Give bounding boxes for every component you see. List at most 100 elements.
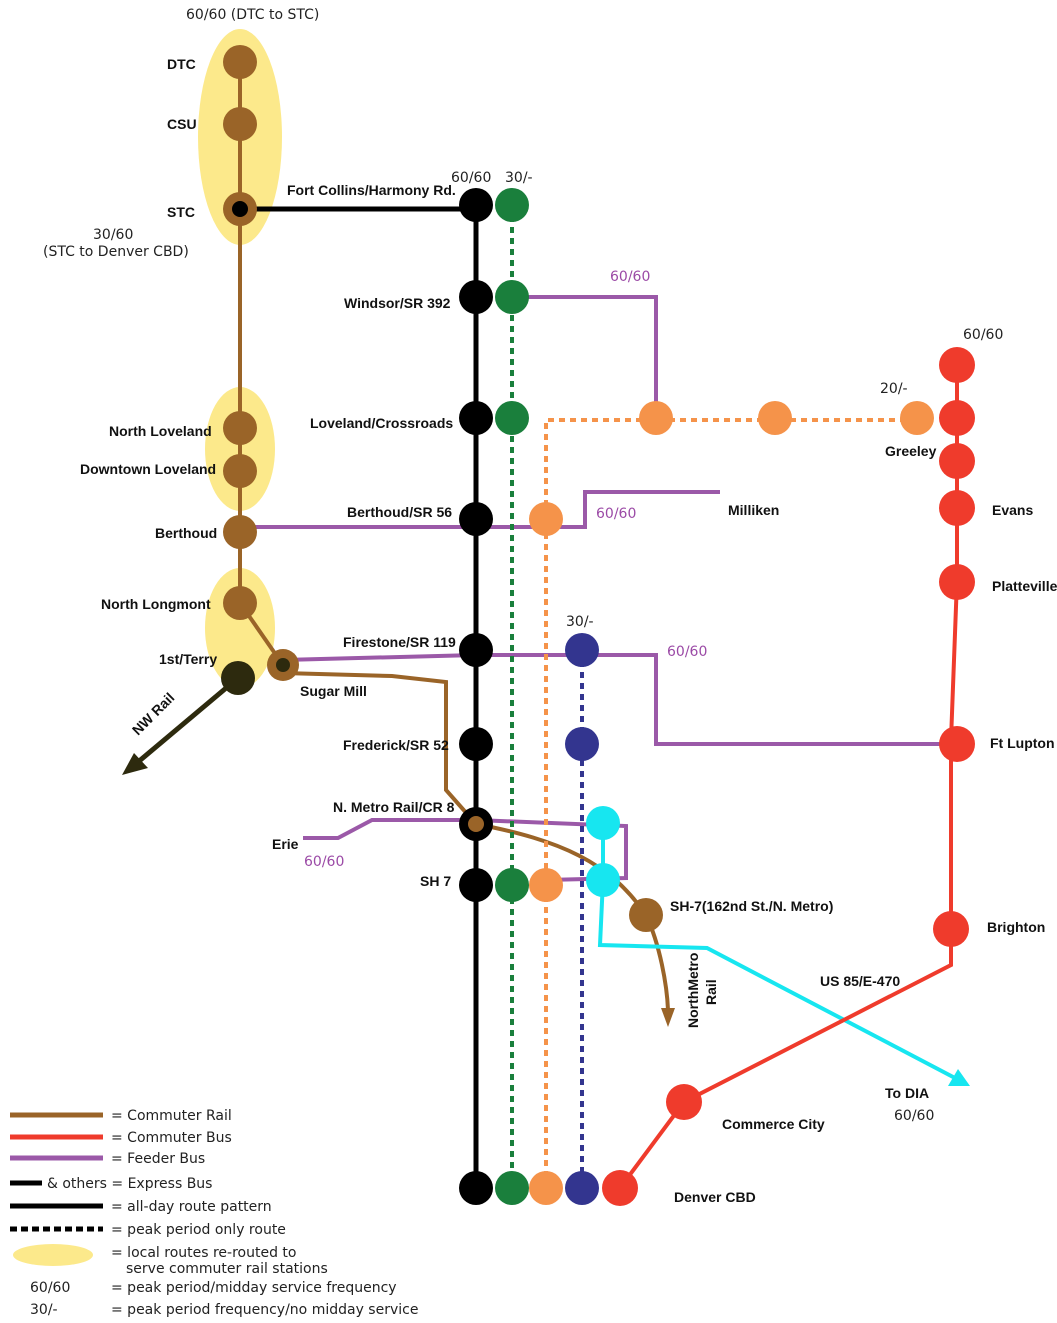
station-dtc[interactable] (223, 45, 257, 79)
red-station-commerce-city[interactable] (666, 1084, 702, 1120)
label-first-terry: 1st/Terry (159, 651, 217, 667)
station-north-loveland[interactable] (223, 411, 257, 445)
nw-rail-line (122, 676, 240, 775)
legend-yellow-ellipse-swatch (13, 1244, 93, 1266)
feeder-windsor-route (512, 295, 658, 420)
orange-stations (529, 401, 934, 1205)
station-sh7-162nd[interactable] (629, 898, 663, 932)
label-n-metro: N. Metro Rail/CR 8 (333, 799, 455, 815)
navy-stations (565, 633, 599, 1205)
label-brighton: Brighton (987, 919, 1045, 935)
legend-6060-label: = peak period/midday service frequency (111, 1280, 397, 1296)
navy-station-2[interactable] (565, 727, 599, 761)
green-station-4[interactable] (495, 868, 529, 902)
rail-nmetro-sh7 (475, 822, 648, 917)
red-station-3[interactable] (939, 443, 975, 479)
label-platteville: Platteville (992, 578, 1057, 594)
station-berthoud[interactable] (223, 515, 257, 549)
feeder-bus-lines (240, 295, 957, 882)
label-firestone: Firestone/SR 119 (343, 634, 456, 650)
dia-arrowhead (948, 1069, 970, 1086)
freq-stc-cbd-2: (STC to Denver CBD) (43, 244, 189, 260)
rail-sugarmill-nmetro (282, 671, 478, 826)
station-denver-cbd-black[interactable] (459, 1171, 493, 1205)
green-station-3[interactable] (495, 401, 529, 435)
label-stc: STC (167, 204, 195, 220)
green-stations (495, 188, 529, 1205)
legend-feeder-bus-label: = Feeder Bus (111, 1151, 205, 1167)
label-berthoud-sr56: Berthoud/SR 56 (347, 504, 452, 520)
black-stations (459, 188, 493, 1205)
station-loveland-crossroads[interactable] (459, 401, 493, 435)
station-north-longmont[interactable] (223, 586, 257, 620)
red-station-greeley[interactable] (939, 400, 975, 436)
feeder-firestone-ftlupton (282, 653, 957, 746)
station-sh7[interactable] (459, 868, 493, 902)
station-fort-collins[interactable] (459, 188, 493, 222)
label-us85: US 85/E-470 (820, 973, 900, 989)
station-csu[interactable] (223, 107, 257, 141)
northmetro-arrowhead (661, 1008, 675, 1027)
red-station-evans[interactable] (939, 490, 975, 526)
station-first-terry[interactable] (221, 661, 255, 695)
orange-station-2[interactable] (758, 401, 792, 435)
red-station-top[interactable] (939, 347, 975, 383)
orange-dashed-path (544, 418, 917, 1188)
freq-dtc-stc: 60/60 (DTC to STC) (186, 7, 319, 23)
station-labels: DTC CSU STC Fort Collins/Harmony Rd. Win… (80, 56, 1057, 1205)
label-evans: Evans (992, 502, 1033, 518)
label-nw-rail: NW Rail (129, 689, 178, 738)
station-downtown-loveland[interactable] (223, 454, 257, 488)
label-frederick: Frederick/SR 52 (343, 737, 449, 753)
nw-rail-arrowhead (122, 753, 148, 775)
freq-erie-feeder: 60/60 (304, 854, 344, 870)
label-milliken: Milliken (728, 502, 779, 518)
label-north-longmont: North Longmont (101, 596, 211, 612)
cyan-station-1[interactable] (586, 806, 620, 840)
green-station-5[interactable] (495, 1171, 529, 1205)
green-station-1[interactable] (495, 188, 529, 222)
freq-firestone-feeder: 60/60 (667, 644, 707, 660)
label-denver-cbd: Denver CBD (674, 1189, 756, 1205)
freq-berthoud-feeder: 60/60 (596, 506, 636, 522)
freq-express-green: 30/- (505, 170, 533, 186)
navy-station-cbd[interactable] (565, 1171, 599, 1205)
legend-commuter-bus-label: = Commuter Bus (111, 1130, 232, 1146)
legend-all-day-label: = all-day route pattern (111, 1199, 272, 1215)
label-sh7: SH 7 (420, 873, 451, 889)
green-station-2[interactable] (495, 280, 529, 314)
red-station-platteville[interactable] (939, 564, 975, 600)
red-station-cbd[interactable] (602, 1170, 638, 1206)
orange-station-berthoud[interactable] (529, 502, 563, 536)
label-berthoud: Berthoud (155, 525, 217, 541)
yellow-zone-longmont (205, 568, 275, 688)
legend: = Commuter Rail = Commuter Bus = Feeder … (10, 1108, 418, 1318)
red-station-ft-lupton[interactable] (939, 726, 975, 762)
station-firestone[interactable] (459, 633, 493, 667)
label-windsor: Windsor/SR 392 (344, 295, 451, 311)
red-station-brighton[interactable] (933, 911, 969, 947)
cyan-station-2[interactable] (586, 863, 620, 897)
station-berthoud-sr56[interactable] (459, 502, 493, 536)
nw-rail-shaft (136, 676, 240, 764)
frequency-labels: 60/60 (DTC to STC) 30/60 (STC to Denver … (43, 7, 1003, 1124)
orange-station-cbd[interactable] (529, 1171, 563, 1205)
label-greeley: Greeley (885, 443, 937, 459)
label-sugar-mill: Sugar Mill (300, 683, 367, 699)
station-windsor[interactable] (459, 280, 493, 314)
label-commerce-city: Commerce City (722, 1116, 825, 1132)
freq-navy-bus: 30/- (566, 614, 594, 630)
station-frederick[interactable] (459, 727, 493, 761)
n-metro-rail-core (468, 816, 484, 832)
orange-dashed-route (544, 418, 917, 1188)
legend-express-bus-label: & others = Express Bus (47, 1176, 212, 1192)
orange-station-sh7[interactable] (529, 868, 563, 902)
orange-station-1[interactable] (639, 401, 673, 435)
cyan-dia-path (597, 823, 956, 1080)
label-downtown-loveland: Downtown Loveland (80, 461, 216, 477)
legend-commuter-rail-label: = Commuter Rail (111, 1108, 232, 1124)
orange-station-greeley[interactable] (900, 401, 934, 435)
navy-station-1[interactable] (565, 633, 599, 667)
